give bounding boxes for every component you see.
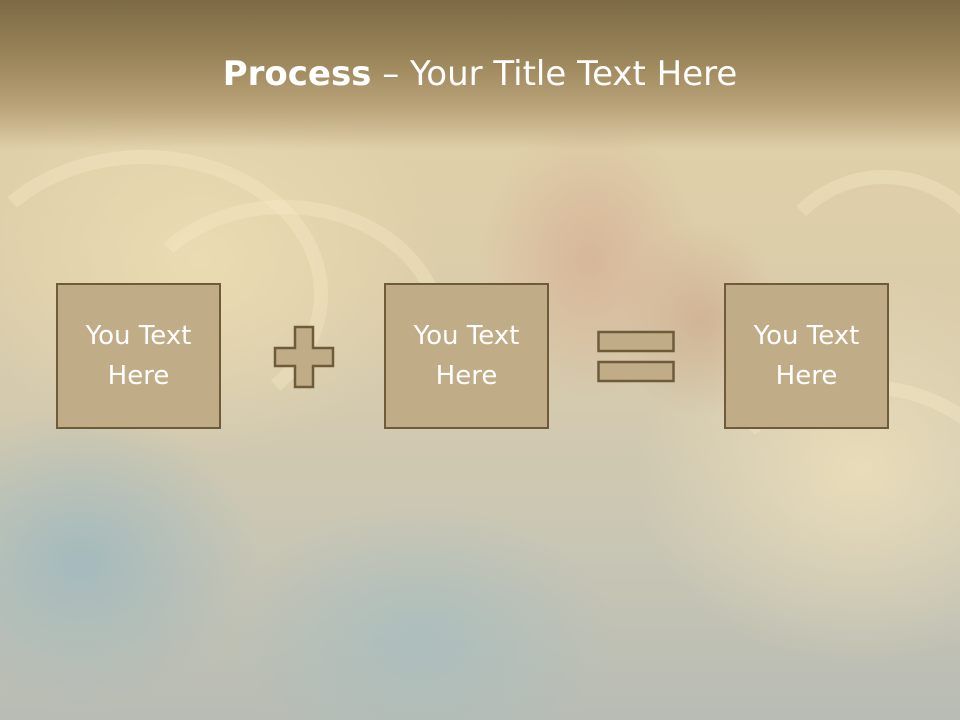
process-box-1[interactable]: You Text Here [56, 283, 221, 429]
process-box-label: You Text Here [753, 321, 860, 391]
process-box-label: You Text Here [85, 321, 192, 391]
title-strong: Process [222, 54, 372, 94]
process-box-2[interactable]: You Text Here [384, 283, 549, 429]
process-box-label: You Text Here [413, 321, 520, 391]
slide-title: Process – Your Title Text Here [0, 54, 960, 94]
equals-icon [597, 330, 675, 383]
plus-icon [273, 325, 335, 389]
title-bar: Process – Your Title Text Here [0, 0, 960, 150]
title-rest: – Your Title Text Here [371, 54, 738, 94]
process-box-3[interactable]: You Text Here [724, 283, 889, 429]
